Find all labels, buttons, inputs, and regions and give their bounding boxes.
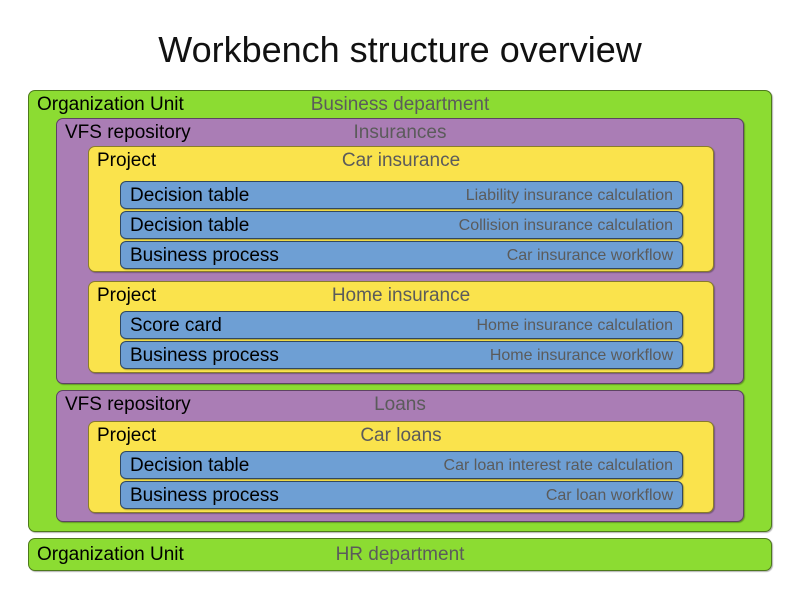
asset-row[interactable]: Business process Home insurance workflow: [120, 341, 683, 369]
asset-row[interactable]: Business process Car insurance workflow: [120, 241, 683, 269]
asset-name: Car insurance workflow: [506, 247, 673, 264]
asset-name: Car loan workflow: [545, 487, 673, 504]
asset-name: Home insurance calculation: [476, 317, 673, 334]
project-header: Project Home insurance: [89, 282, 713, 309]
asset-name: Liability insurance calculation: [465, 187, 673, 204]
organization-unit-type-label: Organization Unit: [37, 94, 184, 115]
project-type-label: Project: [97, 285, 157, 306]
vfs-repository-type-label: VFS repository: [65, 122, 191, 143]
project-header: Project Car insurance: [89, 147, 713, 174]
project-name: Car loans: [360, 425, 442, 446]
asset-type-label: Business process: [130, 485, 279, 506]
asset-row[interactable]: Business process Car loan workflow: [120, 481, 683, 509]
vfs-repository-header: VFS repository Loans: [57, 391, 743, 418]
vfs-repository-name: Insurances: [353, 122, 447, 143]
organization-unit-name: HR department: [335, 544, 465, 565]
project-type-label: Project: [97, 425, 157, 446]
project-header: Project Car loans: [89, 422, 713, 449]
vfs-repository-header: VFS repository Insurances: [57, 119, 743, 146]
asset-row[interactable]: Score card Home insurance calculation: [120, 311, 683, 339]
project-name: Car insurance: [341, 150, 461, 171]
asset-name: Collision insurance calculation: [458, 217, 673, 234]
asset-type-label: Decision table: [130, 185, 250, 206]
asset-row[interactable]: Decision table Car loan interest rate ca…: [120, 451, 683, 479]
asset-type-label: Business process: [130, 245, 279, 266]
organization-unit-hr-department[interactable]: Organization Unit HR department: [28, 538, 772, 571]
organization-unit-type-label: Organization Unit: [37, 544, 184, 565]
asset-name: Home insurance workflow: [489, 347, 673, 364]
asset-type-label: Score card: [130, 315, 222, 336]
organization-unit-name: Business department: [310, 94, 490, 115]
project-name: Home insurance: [331, 285, 471, 306]
asset-name: Car loan interest rate calculation: [443, 457, 673, 474]
vfs-repository-type-label: VFS repository: [65, 394, 191, 415]
organization-unit-header: Organization Unit HR department: [29, 539, 771, 570]
vfs-repository-name: Loans: [374, 394, 426, 415]
asset-type-label: Business process: [130, 345, 279, 366]
asset-row[interactable]: Decision table Collision insurance calcu…: [120, 211, 683, 239]
organization-unit-header: Organization Unit Business department: [29, 91, 771, 118]
asset-type-label: Decision table: [130, 455, 250, 476]
project-type-label: Project: [97, 150, 157, 171]
asset-row[interactable]: Decision table Liability insurance calcu…: [120, 181, 683, 209]
page-title: Workbench structure overview: [158, 29, 642, 70]
asset-type-label: Decision table: [130, 215, 250, 236]
